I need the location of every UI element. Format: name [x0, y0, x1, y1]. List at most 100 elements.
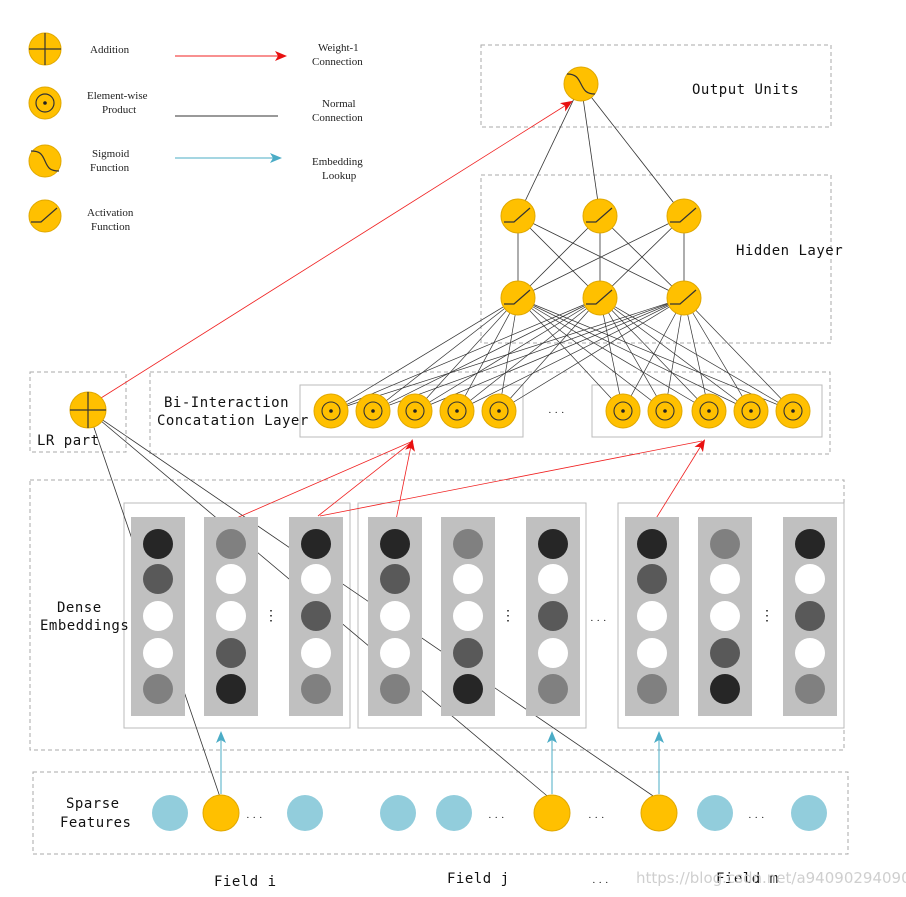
elementwise-product-icon-9 [783, 401, 803, 421]
bi-hidden-line-3-1 [456, 297, 601, 412]
embedding-cell-6-1 [637, 564, 667, 594]
bi-hidden-line-2-1 [414, 297, 601, 412]
elementwise-product-icon-1 [363, 401, 383, 421]
bi-hidden-line-6-1 [599, 297, 666, 412]
sparse-features-box [32, 771, 849, 855]
legend-activation-label-1: Activation [87, 207, 134, 219]
embed-to-bi-line-2 [317, 440, 414, 517]
embedding-cell-7-1 [710, 564, 740, 594]
hidden-layer-box [480, 174, 832, 344]
addition-icon [28, 32, 62, 66]
legend-elementwise-label-2: Product [102, 104, 136, 116]
embedding-cell-0-0 [143, 529, 173, 559]
elementwise-dot-3 [455, 409, 459, 413]
output-units-box [480, 44, 832, 128]
bi-hidden-line-0-0 [330, 297, 519, 412]
embedding-cell-3-2 [380, 601, 410, 631]
bi-hidden-line-8-1 [599, 297, 752, 412]
sigmoid-icon [28, 144, 62, 178]
hidden-layer-label: Hidden Layer [736, 243, 843, 259]
embedding-cell-8-1 [795, 564, 825, 594]
embedding-cell-5-4 [538, 674, 568, 704]
hidden-to-output-line-2 [580, 83, 685, 217]
field-j-vdots: ⋮ [501, 609, 516, 624]
embedding-cell-8-0 [795, 529, 825, 559]
hidden-hidden-line-2-0 [517, 215, 685, 299]
embedding-cell-4-2 [453, 601, 483, 631]
legend-weight1-label-2: Connection [312, 56, 363, 68]
bi-hidden-line-9-0 [517, 297, 794, 412]
elementwise-product-icon-4 [489, 401, 509, 421]
embedding-cell-1-4 [216, 674, 246, 704]
embedding-cell-7-0 [710, 529, 740, 559]
bi-interaction-label-1: Bi-Interaction [164, 395, 289, 411]
embedding-cell-3-3 [380, 638, 410, 668]
activation-icon-2 [670, 207, 697, 223]
legend-normal-label-1: Normal [322, 98, 356, 110]
elementwise-product-icon-0 [321, 401, 341, 421]
sparse-feature-0 [152, 795, 188, 831]
embed-to-bi-arrow-1 [395, 439, 415, 521]
embedding-cell-3-4 [380, 674, 410, 704]
embed-to-bi-line-1 [231, 440, 414, 521]
embed-to-bi-arrow-2 [654, 439, 706, 521]
sparse-ellipsis-4: · · · [748, 812, 765, 824]
bi-interaction-box [149, 371, 831, 455]
elementwise-dot-5 [621, 409, 625, 413]
lr-part-box [29, 371, 127, 453]
embedding-cell-1-1 [216, 564, 246, 594]
sparse-ellipsis-2: · · · [488, 812, 505, 824]
embedding-cell-2-1 [301, 564, 331, 594]
embedding-cell-4-4 [453, 674, 483, 704]
dense-embeddings-label-1: Dense [57, 600, 102, 616]
bi-hidden-line-9-2 [683, 297, 794, 412]
dense-embeddings-label-2: Embeddings [40, 618, 129, 634]
bi-hidden-line-7-0 [517, 297, 710, 412]
sparse-feature-3 [380, 795, 416, 831]
lr-part-label: LR part [37, 433, 100, 449]
field-m-label: Field m [716, 871, 779, 887]
bi-hidden-line-1-1 [372, 297, 601, 412]
bi-hidden-line-7-1 [599, 297, 710, 412]
embedding-cell-2-3 [301, 638, 331, 668]
hidden-unit-3 [500, 280, 536, 316]
elementwise-dot-8 [749, 409, 753, 413]
embedding-cell-4-0 [453, 529, 483, 559]
output-units-label: Output Units [692, 82, 799, 98]
legend-elementwise-label-1: Element-wise [87, 90, 148, 102]
hidden-unit-0 [500, 198, 536, 234]
bi-hidden-line-3-0 [456, 297, 519, 412]
elementwise-dot-9 [791, 409, 795, 413]
active-sparse-feature-1 [202, 794, 240, 832]
sparse-features-label-1: Sparse [66, 796, 120, 812]
embedding-cell-5-0 [538, 529, 568, 559]
bi-hidden-line-9-1 [599, 297, 794, 412]
elementwise-dot-2 [413, 409, 417, 413]
embedding-cell-2-2 [301, 601, 331, 631]
output-sigmoid-icon [566, 73, 596, 95]
embedding-cell-4-3 [453, 638, 483, 668]
embedding-cell-3-1 [380, 564, 410, 594]
embedding-cell-7-2 [710, 601, 740, 631]
hidden-unit-2 [666, 198, 702, 234]
hidden-to-output-line-0 [517, 83, 582, 217]
elementwise-dot-4 [497, 409, 501, 413]
embedding-cell-3-0 [380, 529, 410, 559]
sparse-feature-4 [436, 795, 472, 831]
embedding-cell-5-2 [538, 601, 568, 631]
sparse-ellipsis-1: · · · [246, 812, 263, 824]
bi-hidden-line-5-0 [517, 297, 624, 412]
field-i-embedding-group [123, 502, 351, 729]
activation-icon [28, 199, 62, 233]
embedding-cell-8-2 [795, 601, 825, 631]
bi-hidden-line-1-0 [372, 297, 519, 412]
elementwise-product-icon-3 [447, 401, 467, 421]
field-i-label: Field i [214, 874, 277, 890]
embedding-cell-0-2 [143, 601, 173, 631]
elementwise-product-icon-2 [405, 401, 425, 421]
embedding-cell-5-3 [538, 638, 568, 668]
embedding-cell-0-4 [143, 674, 173, 704]
legend-normal-label-2: Connection [312, 112, 363, 124]
active-sparse-feature-6 [640, 794, 678, 832]
lr-to-output-arrow [100, 100, 573, 399]
